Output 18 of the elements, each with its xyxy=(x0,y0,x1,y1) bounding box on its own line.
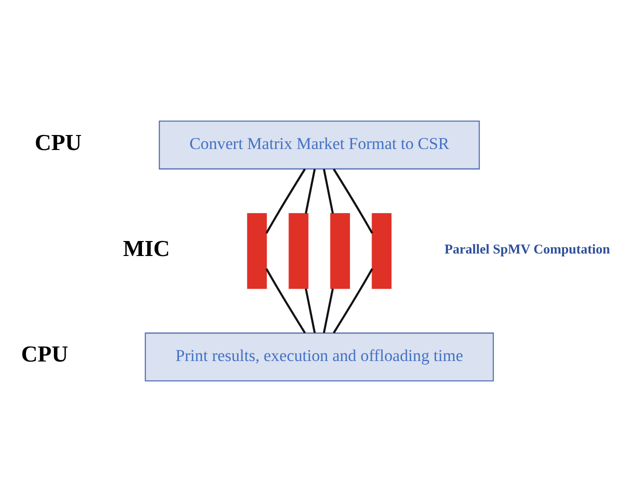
label: CPU xyxy=(34,129,82,154)
label: MIC xyxy=(122,235,170,260)
connector xyxy=(266,168,306,234)
node-box: Convert Matrix Market Format to CSR xyxy=(158,120,480,169)
node-bar xyxy=(330,212,350,288)
connector xyxy=(304,288,316,333)
connector xyxy=(322,168,334,214)
connector xyxy=(304,168,316,214)
node-bar xyxy=(372,212,392,288)
label: Parallel SpMV Computation xyxy=(444,240,610,256)
connector xyxy=(332,268,374,333)
label: CPU xyxy=(21,341,68,366)
connector xyxy=(332,168,374,234)
connector xyxy=(266,268,306,333)
node-box: Print results, execution and offloading time xyxy=(144,332,494,381)
node-bar xyxy=(288,212,308,288)
connector xyxy=(322,288,334,333)
node-bar xyxy=(247,212,267,288)
